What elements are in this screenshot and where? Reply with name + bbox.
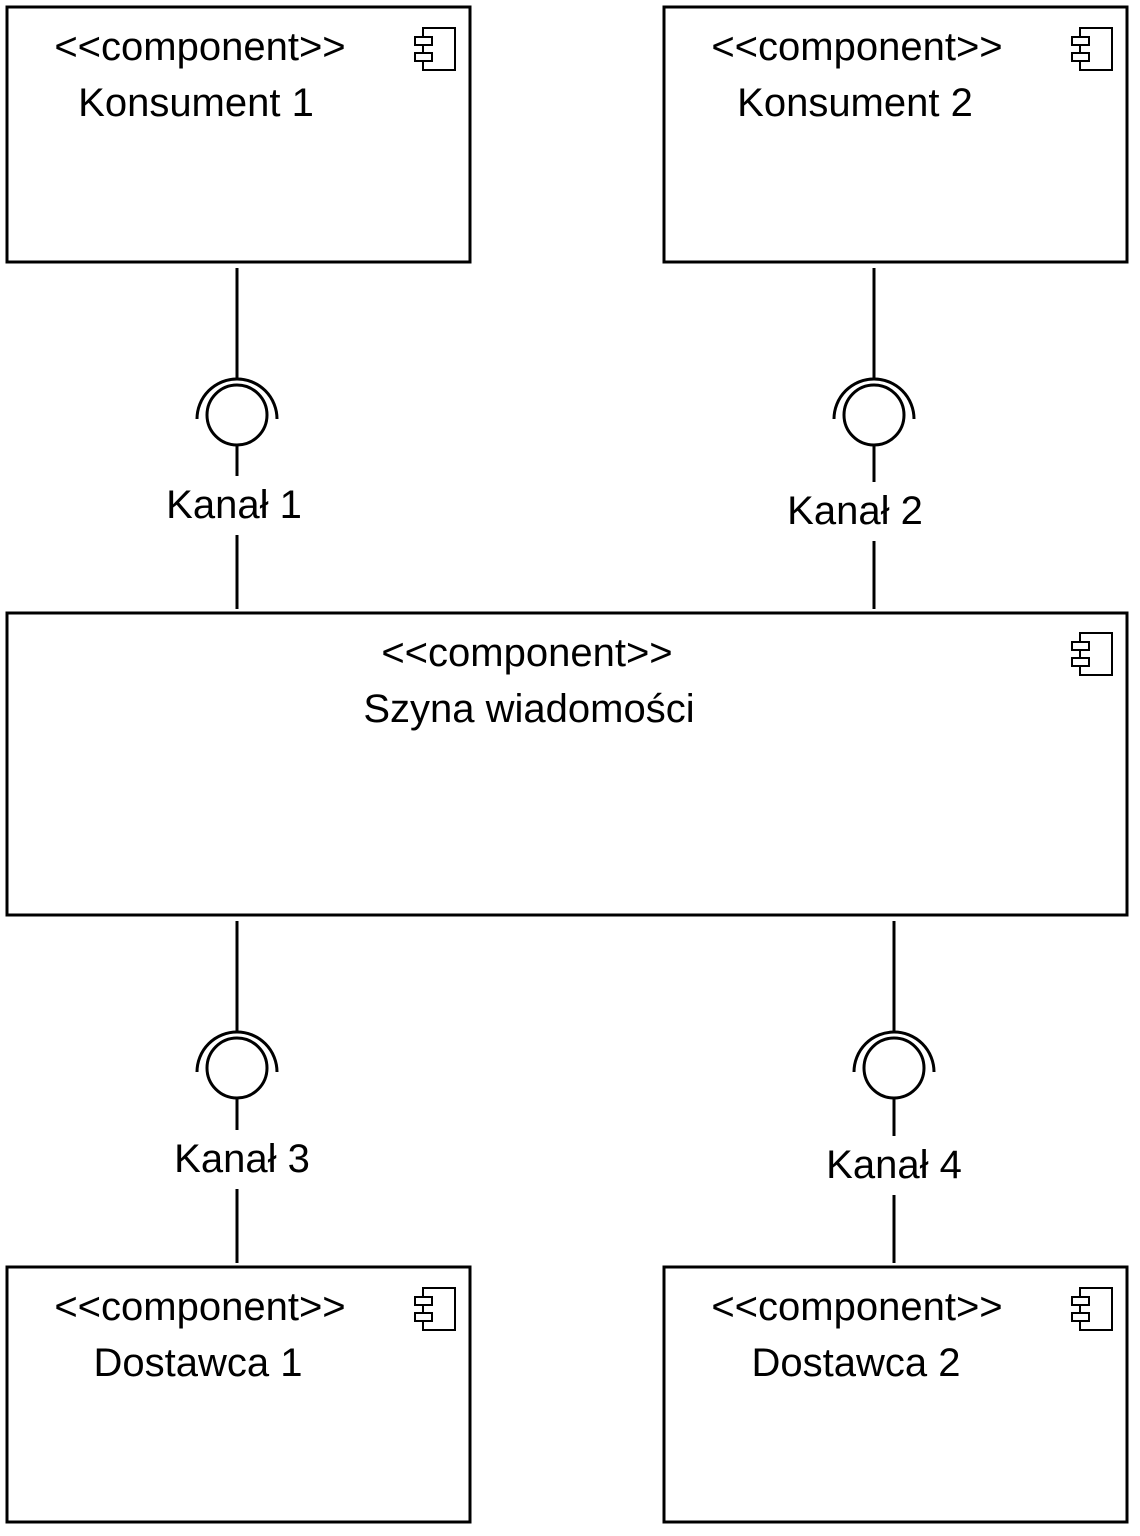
interface-channel-2[interactable]: Kanał 2: [787, 268, 923, 609]
component-consumer-1[interactable]: <<component>> Konsument 1: [5, 5, 472, 264]
required-interface-socket: [852, 1030, 936, 1073]
component-name: Konsument 2: [737, 81, 973, 125]
stereotype-label: <<component>>: [711, 1285, 1002, 1329]
provided-interface-ball: [205, 1036, 269, 1100]
component-icon: [414, 1287, 456, 1331]
stereotype-label: <<component>>: [54, 25, 345, 69]
stereotype-label: <<component>>: [711, 25, 1002, 69]
channel-label: Kanał 3: [174, 1137, 310, 1181]
component-message-bus[interactable]: <<component>> Szyna wiadomości: [5, 611, 1129, 917]
required-interface-socket: [195, 1030, 279, 1073]
component-name: Dostawca 2: [752, 1341, 961, 1385]
provided-interface-ball: [205, 383, 269, 447]
channel-label: Kanał 4: [826, 1143, 962, 1187]
channel-label: Kanał 2: [787, 489, 923, 533]
component-name: Dostawca 1: [94, 1341, 303, 1385]
component-icon: [1071, 27, 1113, 71]
component-name: Szyna wiadomości: [363, 687, 694, 731]
required-interface-socket: [195, 377, 279, 420]
component-consumer-2[interactable]: <<component>> Konsument 2: [662, 5, 1129, 264]
required-interface-socket: [832, 377, 916, 420]
interface-channel-3[interactable]: Kanał 3: [174, 921, 310, 1263]
channel-label: Kanał 1: [166, 483, 302, 527]
provided-interface-ball: [862, 1036, 926, 1100]
component-name: Konsument 1: [78, 81, 314, 125]
component-icon: [414, 27, 456, 71]
interface-channel-4[interactable]: Kanał 4: [826, 921, 962, 1263]
stereotype-label: <<component>>: [381, 631, 672, 675]
provided-interface-ball: [842, 383, 906, 447]
component-supplier-2[interactable]: <<component>> Dostawca 2: [662, 1265, 1129, 1524]
component-icon: [1071, 1287, 1113, 1331]
stereotype-label: <<component>>: [54, 1285, 345, 1329]
component-supplier-1[interactable]: <<component>> Dostawca 1: [5, 1265, 472, 1524]
interface-channel-1[interactable]: Kanał 1: [166, 268, 302, 609]
component-icon: [1071, 632, 1113, 676]
